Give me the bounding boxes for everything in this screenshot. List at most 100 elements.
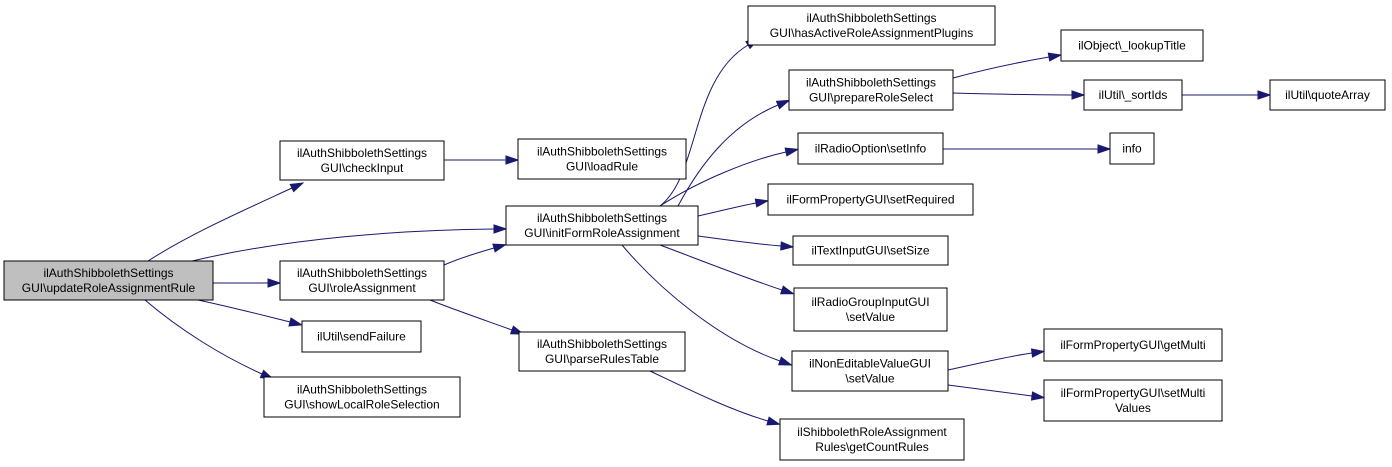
edge-arrowhead — [775, 99, 791, 110]
node-label: ilAuthShibbolethSettings — [43, 266, 173, 280]
node-label: ilAuthShibbolethSettings — [806, 76, 936, 90]
node-info[interactable]: info — [1109, 132, 1155, 165]
node-label: GUI\loadRule — [566, 160, 638, 174]
edge-arrowhead — [1097, 144, 1112, 154]
node-label: \setValue — [846, 310, 895, 324]
node-root: ilAuthShibbolethSettingsGUI\updateRoleAs… — [3, 260, 214, 301]
edge-root-to-show-local — [144, 299, 275, 380]
node-prepare-role[interactable]: ilAuthShibbolethSettingsGUI\prepareRoleS… — [788, 69, 954, 111]
edge-root-to-role-assignment — [213, 278, 282, 288]
edge-non-edit-set-value-to-get-multi — [947, 348, 1046, 371]
node-set-required[interactable]: ilFormPropertyGUI\setRequired — [767, 183, 974, 216]
edge-line — [429, 299, 513, 331]
edge-line — [697, 235, 782, 247]
edge-arrowhead — [288, 317, 304, 327]
node-quote-array[interactable]: ilUtil\quoteArray — [1269, 79, 1386, 111]
node-label: Values — [1115, 401, 1151, 415]
node-label: info — [1122, 142, 1142, 156]
edge-init-form-to-prepare-role — [677, 99, 791, 207]
node-box — [747, 5, 996, 46]
node-box — [518, 331, 686, 372]
node-label: GUI\showLocalRoleSelection — [284, 398, 439, 412]
node-send-failure[interactable]: ilUtil\sendFailure — [301, 320, 422, 353]
node-role-assignment[interactable]: ilAuthShibbolethSettingsGUI\roleAssignme… — [279, 260, 445, 301]
edge-line — [677, 104, 779, 207]
node-box — [797, 132, 944, 165]
node-label: GUI\roleAssignment — [308, 281, 416, 295]
edge-init-form-to-set-size — [697, 235, 795, 251]
edge-line — [947, 384, 1033, 397]
edge-line — [659, 44, 749, 207]
node-box — [279, 140, 445, 181]
node-init-form[interactable]: ilAuthShibbolethSettingsGUI\initFormRole… — [505, 205, 699, 246]
node-label: GUI\prepareRoleSelect — [809, 91, 934, 105]
node-label: GUI\checkInput — [321, 161, 404, 175]
edge-arrowhead — [1047, 52, 1063, 62]
node-label: ilUtil\_sortIds — [1099, 88, 1168, 102]
node-lookup-title[interactable]: ilObject\_lookupTitle — [1060, 29, 1204, 62]
edge-arrowhead — [493, 224, 508, 234]
node-label: ilFormPropertyGUI\setMulti — [1061, 386, 1206, 400]
edge-arrowhead — [289, 182, 305, 193]
node-box — [1060, 29, 1204, 62]
edge-line — [144, 299, 263, 375]
edge-parse-rules-to-get-count-rules — [649, 370, 782, 426]
edges-layer — [144, 37, 1272, 426]
edge-arrowhead — [766, 416, 782, 426]
node-parse-rules[interactable]: ilAuthShibbolethSettingsGUI\parseRulesTa… — [518, 331, 686, 372]
node-label: ilShibbolethRoleAssignment — [797, 425, 947, 439]
node-show-local[interactable]: ilAuthShibbolethSettingsGUI\showLocalRol… — [263, 376, 461, 418]
edge-set-info-to-info — [943, 144, 1112, 154]
edge-check-input-to-load-rule — [444, 155, 520, 165]
edge-line — [443, 247, 495, 266]
edge-prepare-role-to-sort-ids — [952, 90, 1086, 100]
node-box — [1043, 328, 1223, 362]
edge-line — [952, 92, 1073, 96]
node-label: ilNonEditableValueGUI — [809, 357, 931, 371]
node-label: ilFormPropertyGUI\setRequired — [786, 193, 954, 207]
edge-arrowhead — [1030, 391, 1046, 401]
node-label: ilUtil\quoteArray — [1285, 88, 1370, 102]
node-label: ilObject\_lookupTitle — [1078, 39, 1186, 53]
node-label: ilAuthShibbolethSettings — [806, 11, 936, 25]
node-radio-set-value[interactable]: ilRadioGroupInputGUI\setValue — [793, 287, 948, 332]
edge-arrowhead — [1257, 90, 1272, 100]
node-label: ilAuthShibbolethSettings — [537, 337, 667, 351]
node-has-active[interactable]: ilAuthShibbolethSettingsGUI\hasActiveRol… — [747, 5, 996, 46]
node-sort-ids[interactable]: ilUtil\_sortIds — [1083, 79, 1183, 111]
node-get-count-rules[interactable]: ilShibbolethRoleAssignmentRules\getCount… — [779, 418, 965, 461]
node-label: Rules\getCountRules — [815, 440, 928, 454]
edge-init-form-to-has-active — [659, 37, 760, 207]
node-label: GUI\updateRoleAssignmentRule — [22, 281, 196, 295]
node-label: ilTextInputGUI\setSize — [811, 244, 929, 258]
node-label: ilUtil\sendFailure — [317, 330, 406, 344]
node-box — [792, 235, 949, 266]
node-box — [279, 260, 445, 301]
edge-arrowhead — [505, 155, 520, 165]
node-box — [301, 320, 422, 353]
edge-role-assignment-to-parse-rules — [429, 299, 525, 335]
edge-init-form-to-non-edit-set-value — [621, 244, 793, 366]
nodes-layer: ilAuthShibbolethSettingsGUI\updateRoleAs… — [3, 5, 1386, 461]
edge-line — [697, 202, 757, 217]
node-box — [505, 205, 699, 246]
node-get-multi[interactable]: ilFormPropertyGUI\getMulti — [1043, 328, 1223, 362]
node-label: ilAuthShibbolethSettings — [297, 383, 427, 397]
node-label: GUI\parseRulesTable — [545, 352, 659, 366]
node-label: ilFormPropertyGUI\getMulti — [1060, 338, 1205, 352]
node-box — [3, 260, 214, 301]
edge-line — [659, 244, 783, 291]
edge-root-to-send-failure — [197, 299, 304, 327]
node-box — [263, 376, 461, 418]
edge-init-form-to-set-info — [659, 147, 800, 207]
edge-line — [649, 370, 769, 422]
node-label: ilRadioGroupInputGUI — [811, 295, 929, 309]
edge-init-form-to-radio-set-value — [659, 244, 795, 295]
node-set-info[interactable]: ilRadioOption\setInfo — [797, 132, 944, 165]
node-set-size[interactable]: ilTextInputGUI\setSize — [792, 235, 949, 266]
node-non-edit-set-value[interactable]: ilNonEditableValueGUI\setValue — [791, 350, 949, 392]
